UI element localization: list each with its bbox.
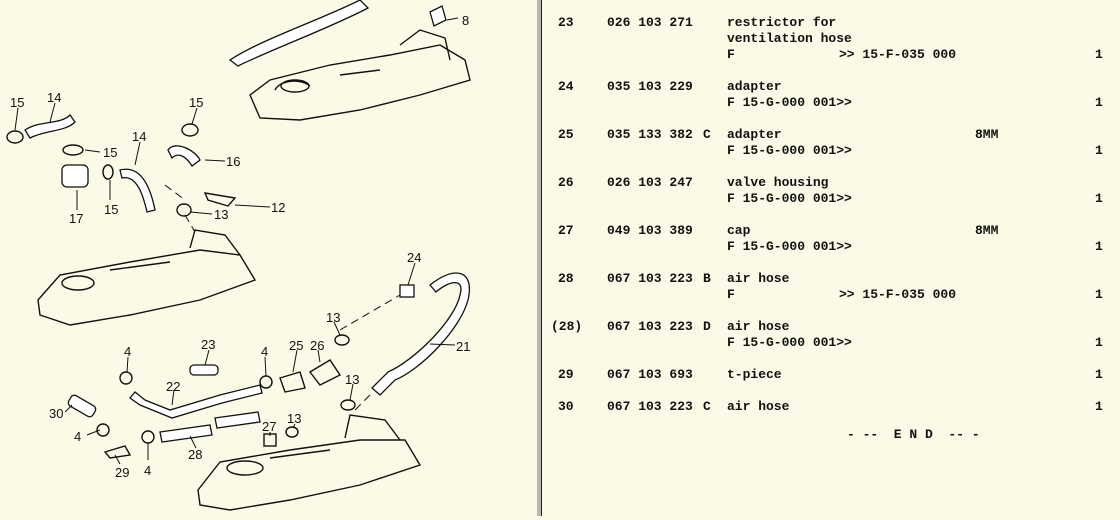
quantity: 1 [1095, 367, 1103, 382]
parts-diagram-pane: 8 15 14 15 15 16 14 17 15 13 12 24 21 13… [0, 0, 537, 516]
valve-cover-middle [37, 229, 257, 326]
part-description: ventilation hose [727, 31, 852, 46]
callout-label: 29 [115, 465, 129, 480]
part-number: 067 103 693 [607, 367, 693, 382]
item-number: (28) [551, 319, 583, 334]
callout-label: 14 [132, 129, 146, 144]
part-number: 067 103 223 [607, 399, 693, 414]
callout-label: 15 [10, 95, 24, 110]
part-number: 049 103 389 [607, 223, 693, 238]
serial-range: >> 15-F-035 000 [839, 47, 957, 62]
model-code: F [727, 47, 735, 62]
callout-label: 4 [124, 344, 131, 359]
callout-label: 14 [47, 90, 61, 105]
model-code: F 15-G-000 001>> [727, 191, 852, 206]
callout-label: 8 [462, 13, 469, 28]
part-description: t-piece [727, 367, 782, 382]
quantity: 1 [1095, 287, 1103, 302]
callout-label: 22 [166, 379, 180, 394]
item-number: 23 [558, 15, 574, 30]
model-code: F 15-G-000 001>> [727, 143, 852, 158]
quantity: 1 [1095, 335, 1103, 350]
callout-label: 28 [188, 447, 202, 462]
part-description: valve housing [727, 175, 829, 190]
part-number: 035 133 382 [607, 127, 693, 142]
model-code: F 15-G-000 001>> [727, 95, 852, 110]
callout-label: 4 [261, 344, 268, 359]
exploded-parts-diagram: 8 15 14 15 15 16 14 17 15 13 12 24 21 13… [6, 0, 471, 511]
callout-label: 4 [144, 463, 151, 478]
callout-label: 13 [326, 310, 340, 325]
item-number: 24 [558, 79, 574, 94]
part-description: adapter [727, 127, 782, 142]
valve-cover-top [249, 29, 471, 121]
part-description: air hose [727, 271, 790, 286]
callout-label: 13 [214, 207, 228, 222]
quantity: 1 [1095, 239, 1103, 254]
callout-label: 15 [189, 95, 203, 110]
part-suffix: C [703, 127, 711, 142]
callout-label: 12 [271, 200, 285, 215]
part-number: 067 103 223 [607, 271, 693, 286]
model-code: F [727, 287, 735, 302]
callout-label: 17 [69, 211, 83, 226]
part-description: restrictor for [727, 15, 837, 30]
callout-label: 24 [407, 250, 421, 265]
end-marker: - -- E N D -- - [847, 427, 980, 442]
callout-label: 30 [49, 406, 63, 421]
valve-cover-bottom [197, 414, 422, 511]
callout-label: 26 [310, 338, 324, 353]
hose-top [228, 0, 370, 67]
callout-label: 15 [103, 145, 117, 160]
part-suffix: B [703, 271, 711, 286]
quantity: 1 [1095, 191, 1103, 206]
part-description: cap [727, 223, 751, 238]
item-number: 30 [558, 399, 574, 414]
part-description: air hose [727, 319, 790, 334]
callout-label: 16 [226, 154, 240, 169]
quantity: 1 [1095, 47, 1103, 62]
item-number: 28 [558, 271, 574, 286]
hose-21 [371, 272, 470, 396]
quantity: 1 [1095, 95, 1103, 110]
model-code: F 15-G-000 001>> [727, 335, 852, 350]
part-number: 067 103 223 [607, 319, 693, 334]
callout-label: 23 [201, 337, 215, 352]
quantity: 1 [1095, 143, 1103, 158]
callout-label: 4 [74, 429, 81, 444]
part-description: air hose [727, 399, 790, 414]
quantity: 1 [1095, 399, 1103, 414]
part-suffix: D [703, 319, 711, 334]
part-number: 026 103 247 [607, 175, 693, 190]
item-number: 27 [558, 223, 574, 238]
callout-label: 13 [345, 372, 359, 387]
callout-label: 21 [456, 339, 470, 354]
model-code: F 15-G-000 001>> [727, 239, 852, 254]
part-note: 8MM [975, 127, 999, 142]
pane-splitter[interactable] [537, 0, 542, 516]
part-note: 8MM [975, 223, 999, 238]
item-number: 25 [558, 127, 574, 142]
item-number: 26 [558, 175, 574, 190]
part-suffix: C [703, 399, 711, 414]
hose-22 [129, 384, 263, 419]
callout-label: 13 [287, 411, 301, 426]
callout-label: 27 [262, 419, 276, 434]
serial-range: >> 15-F-035 000 [839, 287, 957, 302]
callout-label: 15 [104, 202, 118, 217]
part-description: adapter [727, 79, 782, 94]
part-number: 026 103 271 [607, 15, 693, 30]
item-number: 29 [558, 367, 574, 382]
part-number: 035 103 229 [607, 79, 693, 94]
callout-label: 25 [289, 338, 303, 353]
